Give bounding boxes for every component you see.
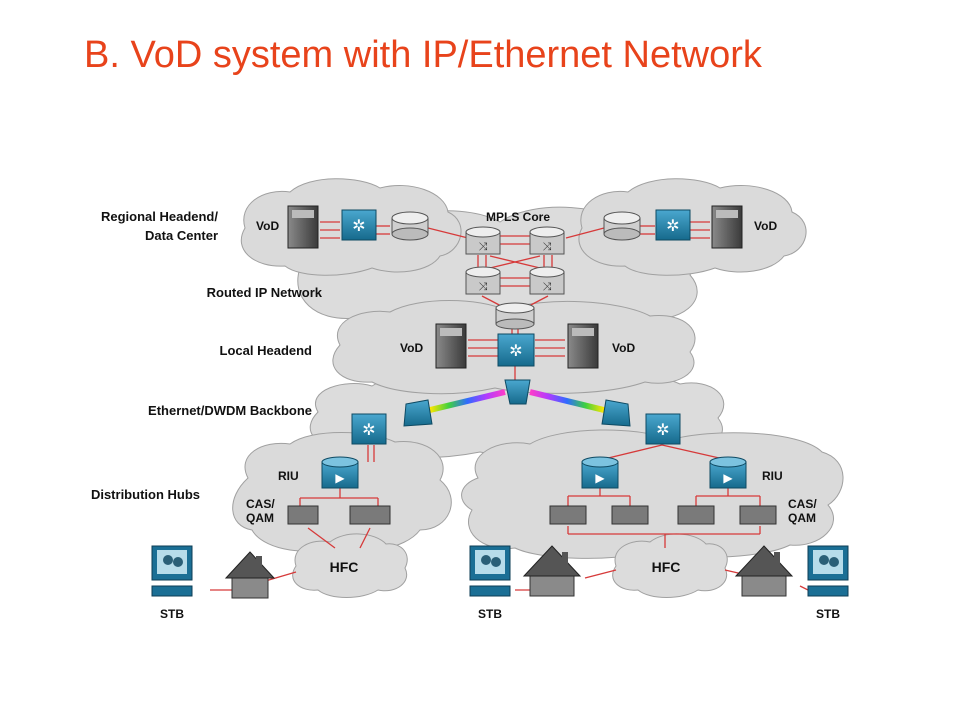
distribution-hub-cloud-left: [232, 432, 452, 552]
mpls-router-icon: ⤨: [465, 266, 501, 295]
riu-icon: ▶: [581, 456, 619, 489]
switch-icon: ✲: [655, 209, 691, 241]
tv-icon: [469, 545, 511, 581]
home-icon: [522, 545, 582, 597]
svg-text:⤨: ⤨: [479, 240, 488, 253]
svg-text:⤨: ⤨: [543, 240, 552, 253]
links: [210, 221, 809, 591]
stb-icon: [469, 585, 511, 597]
stb-label: STB: [478, 607, 502, 621]
hfc-label: HFC: [652, 559, 681, 575]
qam-modulator-icon: [677, 505, 715, 525]
router-icon: [603, 211, 641, 241]
vod-server-icon: [711, 205, 743, 249]
tv-icon: [807, 545, 849, 581]
qam-label: QAM: [246, 511, 274, 525]
slide-title: B. VoD system with IP/Ethernet Network: [84, 34, 762, 76]
mpls-router-icon: ⤨: [465, 226, 501, 255]
vod-label: VoD: [754, 219, 777, 233]
dwdm-mux-icon: [504, 379, 531, 405]
stb-label: STB: [816, 607, 840, 621]
layer-label-hubs: Distribution Hubs: [91, 487, 200, 502]
dwdm-mux-icon: [403, 399, 433, 427]
riu-icon: ▶: [321, 456, 359, 489]
layer-label-backbone: Ethernet/DWDM Backbone: [148, 403, 312, 418]
svg-text:▶: ▶: [595, 471, 605, 485]
switch-icon: ✲: [497, 333, 535, 367]
vod-server-icon: [435, 323, 467, 369]
qam-modulator-icon: [287, 505, 319, 525]
riu-label: RIU: [762, 469, 783, 483]
qam-modulator-icon: [549, 505, 587, 525]
vod-label: VoD: [256, 219, 279, 233]
vod-label: VoD: [612, 341, 635, 355]
qam-modulator-icon: [349, 505, 391, 525]
stb-icon: [807, 585, 849, 597]
qam-modulator-icon: [739, 505, 777, 525]
switch-icon: ✲: [351, 413, 387, 445]
vod-label: VoD: [400, 341, 423, 355]
qam-modulator-icon: [611, 505, 649, 525]
cas-label: CAS/: [246, 497, 275, 511]
vod-server-icon: [287, 205, 319, 249]
riu-label: RIU: [278, 469, 299, 483]
mpls-core-label: MPLS Core: [486, 210, 550, 224]
svg-text:✲: ✲: [352, 216, 365, 235]
hfc-cloud-left: [292, 533, 408, 598]
home-icon: [734, 545, 794, 597]
layer-label-routed: Routed IP Network: [207, 285, 323, 300]
svg-text:▶: ▶: [723, 471, 733, 485]
cas-label: CAS/: [788, 497, 817, 511]
svg-text:✲: ✲: [656, 420, 669, 439]
hfc-label: HFC: [330, 559, 359, 575]
layer-label-regional-2: Data Center: [145, 228, 218, 243]
svg-text:✲: ✲: [509, 341, 522, 360]
layer-label-regional: Regional Headend/: [101, 209, 218, 224]
mpls-router-icon: ⤨: [529, 226, 565, 255]
dwdm-mux-icon: [601, 399, 631, 427]
router-icon: [495, 302, 535, 330]
vod-server-icon: [567, 323, 599, 369]
mpls-router-icon: ⤨: [529, 266, 565, 295]
riu-icon: ▶: [709, 456, 747, 489]
dwdm-links: [429, 389, 605, 413]
svg-text:⤨: ⤨: [479, 280, 488, 293]
svg-text:⤨: ⤨: [543, 280, 552, 293]
hfc-cloud-right: [612, 533, 728, 598]
svg-text:▶: ▶: [335, 471, 345, 485]
switch-icon: ✲: [645, 413, 681, 445]
regional-headend-cloud-right: [578, 178, 807, 276]
distribution-hub-cloud-right: [461, 429, 844, 559]
svg-text:✲: ✲: [666, 216, 679, 235]
qam-label: QAM: [788, 511, 816, 525]
stb-icon: [151, 585, 193, 597]
home-icon: [224, 551, 276, 599]
stb-label: STB: [160, 607, 184, 621]
router-icon: [391, 211, 429, 241]
layer-label-local: Local Headend: [220, 343, 313, 358]
tv-icon: [151, 545, 193, 581]
svg-text:✲: ✲: [362, 420, 375, 439]
switch-icon: ✲: [341, 209, 377, 241]
